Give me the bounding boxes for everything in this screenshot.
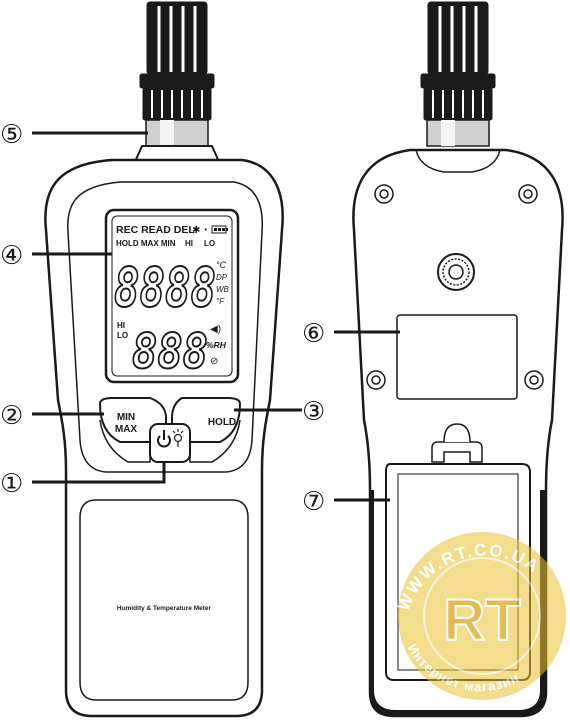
button-labels: MIN MAX HOLD (115, 412, 236, 435)
back-screws (366, 184, 544, 390)
callout-4: ④ (0, 240, 23, 270)
device-label: Humidity & Temperature Meter (117, 605, 212, 612)
callout-2: ② (0, 400, 23, 430)
power-icon (157, 430, 171, 448)
callout-numbers: ⑤ ④ ② ③ ① ⑥ ⑦ (0, 119, 325, 516)
lcd-unit-wb: WB (216, 285, 230, 294)
timer-icon: ◔ (202, 225, 208, 236)
callout-6: ⑥ (302, 318, 325, 348)
watermark-logo: RT (443, 588, 520, 653)
watermark: WWW.RT.CO.UA RT Интернет магазин (394, 532, 566, 700)
hold-label: HOLD (208, 417, 236, 428)
minmax-label-line2: MAX (115, 424, 138, 435)
lcd-main-digits: 8888 (114, 256, 216, 319)
lcd-mode-row: REC READ DEL (116, 224, 195, 236)
callout-lines (32, 131, 400, 502)
callout-3: ③ (302, 396, 325, 426)
hold-button-lower (189, 419, 241, 463)
front-lower-panel (79, 499, 249, 701)
mute-icon: ⊘ (210, 356, 218, 367)
front-sensor-probe (132, 1, 222, 165)
callout-5: ⑤ (0, 119, 23, 149)
lcd-unit-rh: %RH (206, 340, 227, 350)
lcd-sub-digits: 888 (132, 324, 208, 380)
bluetooth-icon: ✱ (192, 225, 200, 236)
back-collar (415, 149, 501, 173)
minmax-label-line1: MIN (117, 412, 135, 423)
front-view (44, 1, 284, 718)
speaker-icon: ◀) (210, 324, 221, 335)
lcd-lo-top: LO (204, 239, 215, 248)
lcd-unit-c: °C (216, 260, 227, 270)
lcd-screen (111, 215, 233, 377)
battery-icon (211, 225, 228, 234)
back-sensor-probe (420, 1, 496, 147)
callout-7: ⑦ (302, 486, 325, 516)
backlight-icon (172, 429, 184, 447)
lcd-unit-f: °F (216, 297, 225, 306)
lcd-contents: REC READ DEL ✱ ◔ HOLD MAX MIN HI LO 8888… (113, 224, 230, 381)
lcd-hold-max-min: HOLD MAX MIN (116, 239, 176, 248)
back-label-area (396, 314, 518, 400)
lcd-hi-top: HI (185, 239, 193, 248)
minmax-button-lower (99, 419, 151, 463)
lcd-unit-dp: DP (216, 273, 228, 282)
tripod-mount (437, 253, 475, 291)
lcd-lo-label: LO (117, 331, 128, 340)
callout-1: ① (0, 468, 23, 498)
lcd-hi-label: HI (117, 321, 125, 330)
